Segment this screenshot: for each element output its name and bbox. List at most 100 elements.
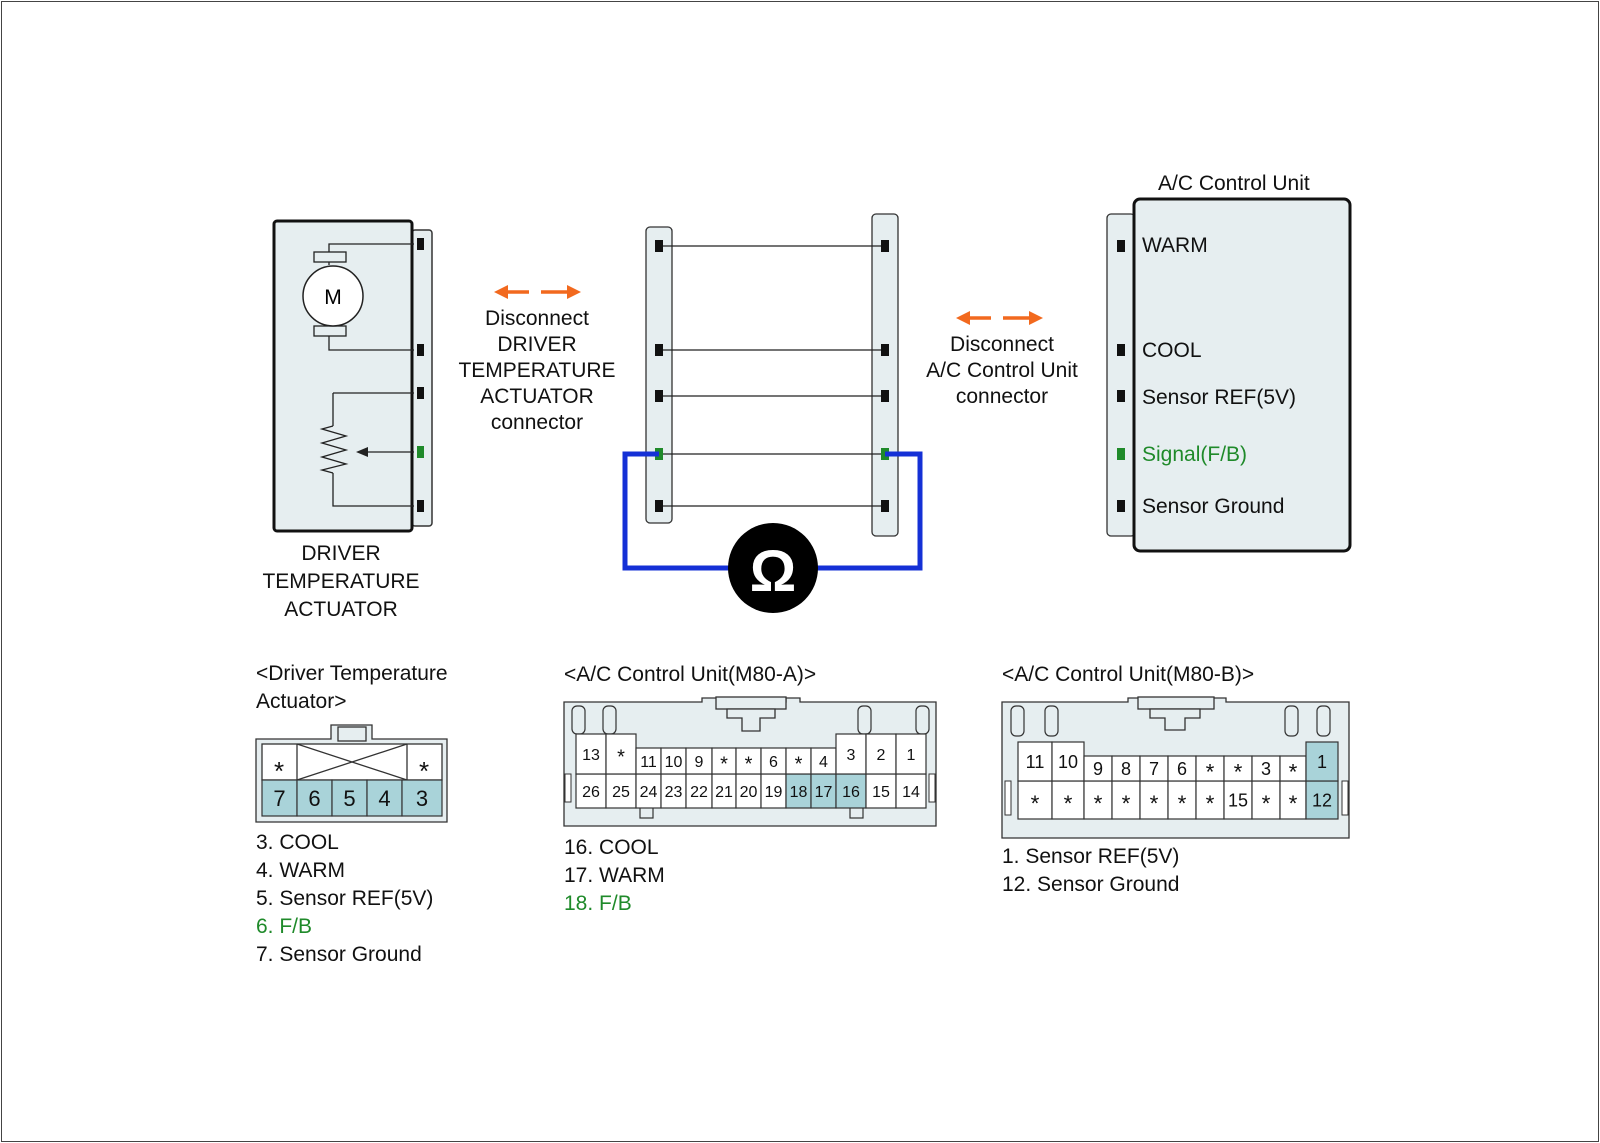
pin-cell [296, 779, 333, 817]
ac-unit-pins [1117, 240, 1125, 512]
legend-item: 1. Sensor REF(5V) [1002, 845, 1180, 868]
legend-item: 3. COOL [256, 831, 339, 854]
ac-pin-label: Sensor REF(5V) [1142, 386, 1297, 409]
pin-number: 17 [815, 784, 833, 801]
pin-number: 7 [1149, 759, 1159, 779]
pin-number: 14 [902, 784, 920, 801]
m80a-connector-title: <A/C Control Unit(M80-A)> [564, 663, 817, 686]
pin-number: * [1150, 791, 1159, 816]
pin-number: 20 [740, 784, 758, 801]
legend-item: 16. COOL [564, 836, 659, 859]
pin-number: 6 [308, 786, 320, 811]
actuator-pins [417, 238, 424, 512]
pin-cell [401, 779, 443, 817]
pin-number: 10 [1058, 752, 1078, 772]
title-line: <Driver Temperature [256, 662, 448, 685]
pin-number: 6 [1177, 759, 1187, 779]
pin-cell [865, 733, 897, 775]
pin-cell [760, 747, 787, 775]
pin-number: * [1178, 791, 1187, 816]
pin-cell [1279, 755, 1307, 782]
actuator-name-line: DRIVER [301, 542, 381, 565]
pin-number: * [1289, 759, 1298, 784]
note-line: Disconnect [950, 333, 1054, 356]
m80a-pin-legend: 16. COOL 17. WARM 18. F/B [564, 834, 665, 918]
pin-number: * [419, 756, 429, 786]
ac-pin-label: COOL [1142, 339, 1202, 362]
pin-cell [895, 773, 927, 809]
pin-cell [575, 773, 607, 809]
note-line: ACTUATOR [480, 385, 594, 408]
pin-number: * [720, 754, 728, 776]
ac-pin-label: WARM [1142, 234, 1208, 257]
actuator-body [272, 219, 433, 533]
pin-number: * [1262, 791, 1271, 816]
pin-cell [366, 779, 403, 817]
note-line: TEMPERATURE [458, 359, 616, 382]
pin-number: 13 [582, 747, 600, 764]
pin-cell [331, 779, 368, 817]
pin-number: 2 [877, 747, 886, 764]
legend-item: 17. WARM [564, 864, 665, 887]
pin-number: 1 [907, 747, 916, 764]
legend-item: 12. Sensor Ground [1002, 873, 1180, 896]
pin-number: 3 [847, 747, 856, 764]
pin-cell [660, 747, 687, 775]
pin-number: 26 [582, 784, 600, 801]
pin-number: 5 [343, 786, 355, 811]
pin-cell [660, 773, 687, 809]
note-line: A/C Control Unit [926, 359, 1078, 382]
actuator-connector-title: <Driver Temperature Actuator> [256, 660, 448, 716]
disconnect-arrow-left-icon [494, 285, 581, 299]
pin-number: * [1031, 791, 1040, 816]
motor-label: M [324, 286, 342, 309]
pin-number: 15 [872, 784, 890, 801]
pin-number: 9 [695, 754, 704, 771]
pin-cell [1083, 755, 1113, 782]
ac-pin-label: Signal(F/B) [1142, 443, 1248, 466]
wiper-arrow-icon [356, 447, 368, 457]
legend-item: 6. F/B [256, 915, 313, 938]
motor-icon [302, 251, 364, 337]
pin-cell [1305, 780, 1339, 820]
note-line: DRIVER [497, 333, 577, 356]
pin-cell [1279, 780, 1307, 820]
m80b-pin-legend: 1. Sensor REF(5V) 12. Sensor Ground [1002, 843, 1179, 899]
pin-cell [1223, 755, 1253, 782]
pin-cell [1139, 755, 1169, 782]
pin-cell [895, 733, 927, 775]
legend-item: 7. Sensor Ground [256, 943, 422, 966]
pin-number: * [274, 756, 284, 786]
actuator-name-line: TEMPERATURE [262, 570, 420, 593]
pin-number: 6 [769, 754, 778, 771]
pin-number: 3 [1261, 759, 1271, 779]
pin-number: 4 [819, 754, 828, 771]
pin-number: 23 [665, 784, 683, 801]
pin-number: * [1064, 791, 1073, 816]
note-line: Disconnect [485, 307, 589, 330]
pin-number: 24 [640, 784, 658, 801]
pin-number: * [1289, 791, 1298, 816]
ac-unit-body [1106, 197, 1352, 553]
pin-number: * [617, 747, 625, 769]
pin-cell [1223, 780, 1253, 820]
ohmmeter-icon [728, 523, 818, 613]
pin-number: * [1206, 791, 1215, 816]
ac-pin-label: Sensor Ground [1142, 495, 1285, 518]
pin-number: 16 [842, 784, 860, 801]
pin-number: * [1122, 791, 1131, 816]
pin-number: * [795, 754, 803, 776]
pin-number: 25 [612, 784, 630, 801]
legend-item: 5. Sensor REF(5V) [256, 887, 434, 910]
ohm-symbol: Ω [750, 539, 797, 604]
pin-cell [261, 779, 298, 817]
pin-number: 7 [273, 786, 285, 811]
pin-cell [605, 733, 637, 775]
pin-number: * [745, 754, 753, 776]
pin-number: 15 [1228, 790, 1248, 810]
